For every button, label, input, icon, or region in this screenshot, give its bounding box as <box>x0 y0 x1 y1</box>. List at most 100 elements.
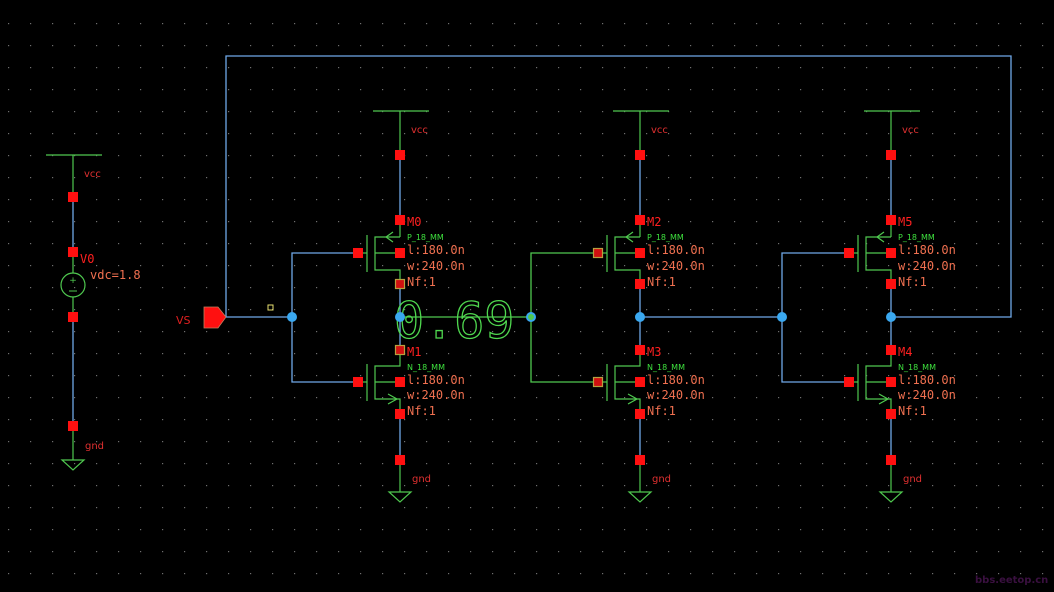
grid-dot <box>954 397 956 399</box>
grid-dot <box>558 67 560 69</box>
param-fingers: Nf:1 <box>407 404 436 418</box>
grid-dot <box>8 89 10 91</box>
grid-dot <box>360 221 362 223</box>
pin[interactable] <box>395 215 405 225</box>
pin[interactable] <box>395 248 405 258</box>
grid-dot <box>910 177 912 179</box>
grid-dot <box>844 177 846 179</box>
pin[interactable] <box>353 377 363 387</box>
grid-dot <box>844 265 846 267</box>
grid-dot <box>30 89 32 91</box>
pin[interactable] <box>68 312 78 322</box>
pin[interactable] <box>886 279 896 289</box>
grid-dot <box>140 397 142 399</box>
grid-dot <box>646 243 648 245</box>
grid-dot <box>712 441 714 443</box>
pin[interactable] <box>68 421 78 431</box>
grid-dot <box>844 199 846 201</box>
grid-dot <box>976 331 978 333</box>
grid-dot <box>206 67 208 69</box>
pin[interactable] <box>844 248 854 258</box>
pin[interactable] <box>844 377 854 387</box>
pin[interactable] <box>395 150 405 160</box>
grid-dot <box>338 45 340 47</box>
grid-dot <box>250 463 252 465</box>
grid-dot <box>778 573 780 575</box>
grid-dot <box>756 485 758 487</box>
grid-dot <box>360 23 362 25</box>
grid-dot <box>536 23 538 25</box>
dc-source-v0[interactable]: + vcc V0 vdc=1.8 gnd <box>46 154 141 471</box>
grid-dot <box>910 397 912 399</box>
grid-dot <box>778 551 780 553</box>
grid-dot <box>668 177 670 179</box>
grid-dot <box>1042 67 1044 69</box>
grid-dot <box>646 375 648 377</box>
pin[interactable] <box>353 248 363 258</box>
grid-dot <box>822 463 824 465</box>
grid-dot <box>734 353 736 355</box>
pin-port-icon[interactable] <box>203 306 227 329</box>
grid-dot <box>382 243 384 245</box>
grid-dot <box>118 551 120 553</box>
grid-dot <box>1020 529 1022 531</box>
pin[interactable] <box>635 248 645 258</box>
pin[interactable] <box>886 248 896 258</box>
grid-dot <box>272 23 274 25</box>
pin[interactable] <box>395 377 405 387</box>
pin[interactable] <box>886 377 896 387</box>
grid-dot <box>118 507 120 509</box>
grid-dot <box>932 485 934 487</box>
pin[interactable] <box>635 455 645 465</box>
pin[interactable] <box>635 279 645 289</box>
grid-dot <box>74 331 76 333</box>
param-width: w:240.0n <box>647 388 705 402</box>
grid-dot <box>1020 111 1022 113</box>
grid-dot <box>756 89 758 91</box>
instance-label: M4 <box>898 345 912 359</box>
pmos-m5[interactable] <box>849 220 892 284</box>
pin[interactable] <box>68 192 78 202</box>
grid-dot <box>888 67 890 69</box>
grid-dot <box>74 529 76 531</box>
pin[interactable] <box>886 345 896 355</box>
pin[interactable] <box>635 377 645 387</box>
pin[interactable] <box>886 150 896 160</box>
grid-dot <box>932 23 934 25</box>
pin[interactable] <box>635 345 645 355</box>
grid-dot <box>954 485 956 487</box>
grid-dot <box>800 89 802 91</box>
grid-dot <box>426 441 428 443</box>
pin[interactable] <box>395 455 405 465</box>
pin[interactable] <box>395 409 405 419</box>
grid-dot <box>624 221 626 223</box>
grid-dot <box>206 89 208 91</box>
probe-marker[interactable] <box>267 304 274 311</box>
pin[interactable] <box>886 455 896 465</box>
grid-dot <box>140 177 142 179</box>
grid-dot <box>184 287 186 289</box>
pin[interactable] <box>592 376 604 388</box>
pin[interactable] <box>886 409 896 419</box>
pin-port-vs[interactable]: VS <box>176 306 227 329</box>
grid-dot <box>822 309 824 311</box>
pin[interactable] <box>886 215 896 225</box>
pin[interactable] <box>592 247 604 259</box>
grid-dot <box>448 133 450 135</box>
pin[interactable] <box>635 150 645 160</box>
grid-dot <box>910 551 912 553</box>
grid-dot <box>250 331 252 333</box>
grid-dot <box>272 507 274 509</box>
pin[interactable] <box>68 247 78 257</box>
pin[interactable] <box>394 344 406 356</box>
grid-dot <box>316 397 318 399</box>
pmos-m2[interactable] <box>598 220 641 284</box>
grid-dot <box>580 89 582 91</box>
pin[interactable] <box>635 215 645 225</box>
pin[interactable] <box>635 409 645 419</box>
grid-dot <box>360 463 362 465</box>
grid-dot <box>976 243 978 245</box>
pin[interactable] <box>394 278 406 290</box>
feedback-wire[interactable] <box>225 55 1012 318</box>
